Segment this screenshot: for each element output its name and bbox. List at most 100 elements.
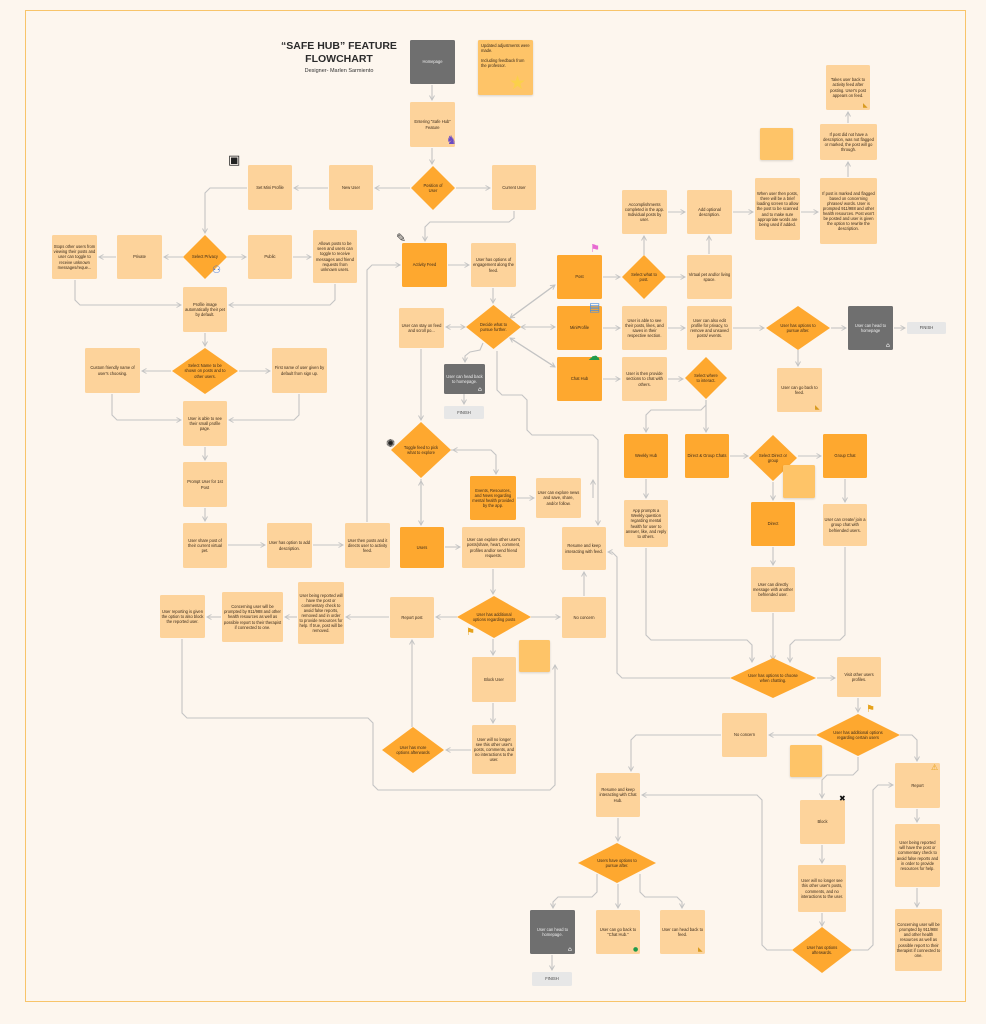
- node-label: User can head back to feed.: [662, 926, 703, 937]
- process-box-public: Public: [248, 235, 292, 279]
- node-label: Resume and keep interacting with feed.: [565, 543, 603, 554]
- process-box-direct-group: Direct & Group Chats: [685, 434, 729, 478]
- designer-credit: Designer- Marlen Sarmiento: [304, 68, 374, 74]
- process-box-resume-feed: Resume and keep interacting with feed.: [562, 527, 606, 570]
- decision-afterwards-1: User has more options afterwards: [382, 727, 444, 773]
- process-box-profile-image: Profile image automatically their pet by…: [183, 287, 227, 332]
- process-box-head-back-feed: User can head back to feed.: [660, 910, 705, 954]
- process-box-report-post: Report post: [390, 597, 434, 638]
- node-label: FINISH: [545, 976, 559, 982]
- node-label: Homepage: [422, 59, 443, 65]
- decision-certain-users: User has additional options regarding ce…: [816, 714, 900, 756]
- node-label: Set Mini Profile: [256, 184, 284, 190]
- finish-label-finish-3: FINISH: [532, 972, 572, 986]
- decision-post-options: User has additional options regarding po…: [457, 596, 531, 638]
- node-label: Entering “Safe Hub” Feature: [414, 119, 451, 130]
- decision-toggle-feed: Toggle feed to pick what to explore: [391, 422, 451, 478]
- flag-icon: ⚑: [866, 704, 875, 715]
- connector-arrow: [74, 280, 181, 305]
- process-box-not-flagged: If post did not have a description, was …: [820, 124, 877, 160]
- node-label: User can explore news and save, share, a…: [537, 490, 580, 506]
- node-label: User can stay on feed and scroll po...: [401, 322, 442, 333]
- process-box-prompt-first-post: Prompt User for 1st Post: [183, 462, 227, 507]
- node-label: User share post of their current virtual…: [188, 537, 222, 554]
- decision-select-direct-group: Select Direct or group: [749, 435, 797, 481]
- warning-icon: ⚠: [931, 763, 939, 772]
- process-box-private: Private: [117, 235, 162, 279]
- node-label: Report post: [401, 614, 423, 620]
- finish-label-finish-1: FINISH: [444, 406, 484, 419]
- process-box-explore-users: User can explore other user's posts(shar…: [462, 527, 525, 568]
- chat-bubbles-icon: ☁: [588, 349, 600, 363]
- process-box-no-longer-1: User will no longer see this other user'…: [472, 725, 516, 774]
- connector-arrow: [642, 795, 792, 951]
- node-label: User will no longer see this other user'…: [800, 878, 844, 899]
- node-label: User can explore other user's posts(shar…: [466, 537, 521, 558]
- connector-arrow: [608, 552, 730, 679]
- process-box-direct-message: User can directly message with another b…: [751, 567, 795, 612]
- node-label: New User: [342, 184, 360, 190]
- node-label: Direct: [767, 521, 779, 527]
- node-label: Allows posts to be seen and users can to…: [315, 241, 354, 272]
- star-icon: ★: [509, 72, 527, 94]
- node-label: Accomplishments completed in the app. In…: [624, 201, 665, 223]
- home-icon: ⌂: [478, 386, 482, 393]
- node-label: App prompts a Weekly question regarding …: [625, 508, 667, 539]
- node-label: Concerning user will be prompted by 911/…: [896, 922, 941, 958]
- chat-bubbles-icon: ●: [633, 946, 639, 953]
- process-box-small-profile: User is able to see their small profile …: [183, 401, 227, 446]
- sunglasses-icon: ⚇: [212, 265, 221, 276]
- connector-arrow: [790, 547, 846, 662]
- node-label: User has options of engagement along the…: [473, 257, 514, 273]
- connector-arrow: [822, 757, 859, 798]
- node-label: User can go back to feed.: [781, 384, 818, 395]
- close-x-icon: ✖: [839, 794, 846, 803]
- connector-arrow: [496, 351, 598, 525]
- home-icon: ⌂: [568, 946, 572, 953]
- connector-arrow: [900, 734, 917, 761]
- node-label: User can head back to homepage.: [446, 373, 483, 384]
- decision-select-privacy: Select Privacy: [183, 235, 227, 279]
- sticky-note-sticky-a: [760, 128, 793, 160]
- connector-arrow: [229, 394, 300, 420]
- node-label: User has options to choose when chatting…: [748, 672, 798, 683]
- node-label: User being reported will have the post o…: [299, 592, 343, 634]
- sticky-note-sticky-main: Updated adjustments were made. Including…: [478, 40, 533, 95]
- node-label: Select Name to be shown on posts and to …: [184, 363, 226, 379]
- process-box-virtual-pet: Virtual pet and/or living space.: [687, 255, 732, 299]
- process-box-then-posts: User then posts and it directs user to a…: [345, 523, 390, 568]
- process-box-option-description: User has option to add description.: [267, 523, 312, 568]
- node-label: Current User: [502, 184, 526, 190]
- process-box-allows-posts: Allows posts to be seen and users can to…: [313, 230, 357, 283]
- node-label: User has additional options regarding po…: [472, 611, 516, 622]
- node-label: Block: [817, 819, 828, 825]
- decision-options-after-2: Users have options to pursue after.: [578, 843, 656, 883]
- process-box-current-user: Current User: [492, 165, 536, 210]
- portrait-frame-icon: ▣: [228, 153, 241, 168]
- process-box-reporting-block: User reporting is given the option to al…: [160, 595, 205, 638]
- node-label: Chat Hub: [570, 376, 589, 382]
- node-label: First name of user given by default from…: [274, 365, 325, 376]
- connector-arrow: [631, 734, 721, 771]
- process-box-engagement-options: User has options of engagement along the…: [471, 243, 516, 287]
- node-label: FINISH: [457, 409, 471, 415]
- process-box-users: Users: [400, 527, 444, 568]
- process-box-events: Events, Resources, and News regarding me…: [470, 476, 516, 520]
- node-label: Prompt User for 1st Post: [187, 479, 223, 490]
- node-label: Takes user back to activity feed after p…: [830, 77, 866, 98]
- process-box-first-name: First name of user given by default from…: [272, 348, 327, 393]
- node-label: User has additional options regarding ce…: [833, 729, 883, 740]
- connector-arrow: [111, 394, 181, 420]
- decision-select-interact: Select where to interact.: [685, 357, 727, 399]
- process-box-block-2: Block: [800, 800, 845, 844]
- node-label: Resume and keep interacting with Chat Hu…: [599, 787, 637, 803]
- node-label: Users: [416, 544, 428, 550]
- node-label: User can go back to “Chat Hub.”: [599, 926, 637, 937]
- node-label: User can head to homepage: [854, 322, 887, 333]
- node-label: If post is marked and flagged based on c…: [822, 190, 875, 232]
- canvas-frame: [25, 10, 966, 1002]
- node-label: User is then provide sections to chat wi…: [626, 371, 663, 387]
- connector-arrow: [852, 785, 893, 951]
- node-label: Toggle feed to pick what to explore: [403, 444, 439, 455]
- process-box-flagged-post: If post is marked and flagged based on c…: [820, 178, 877, 244]
